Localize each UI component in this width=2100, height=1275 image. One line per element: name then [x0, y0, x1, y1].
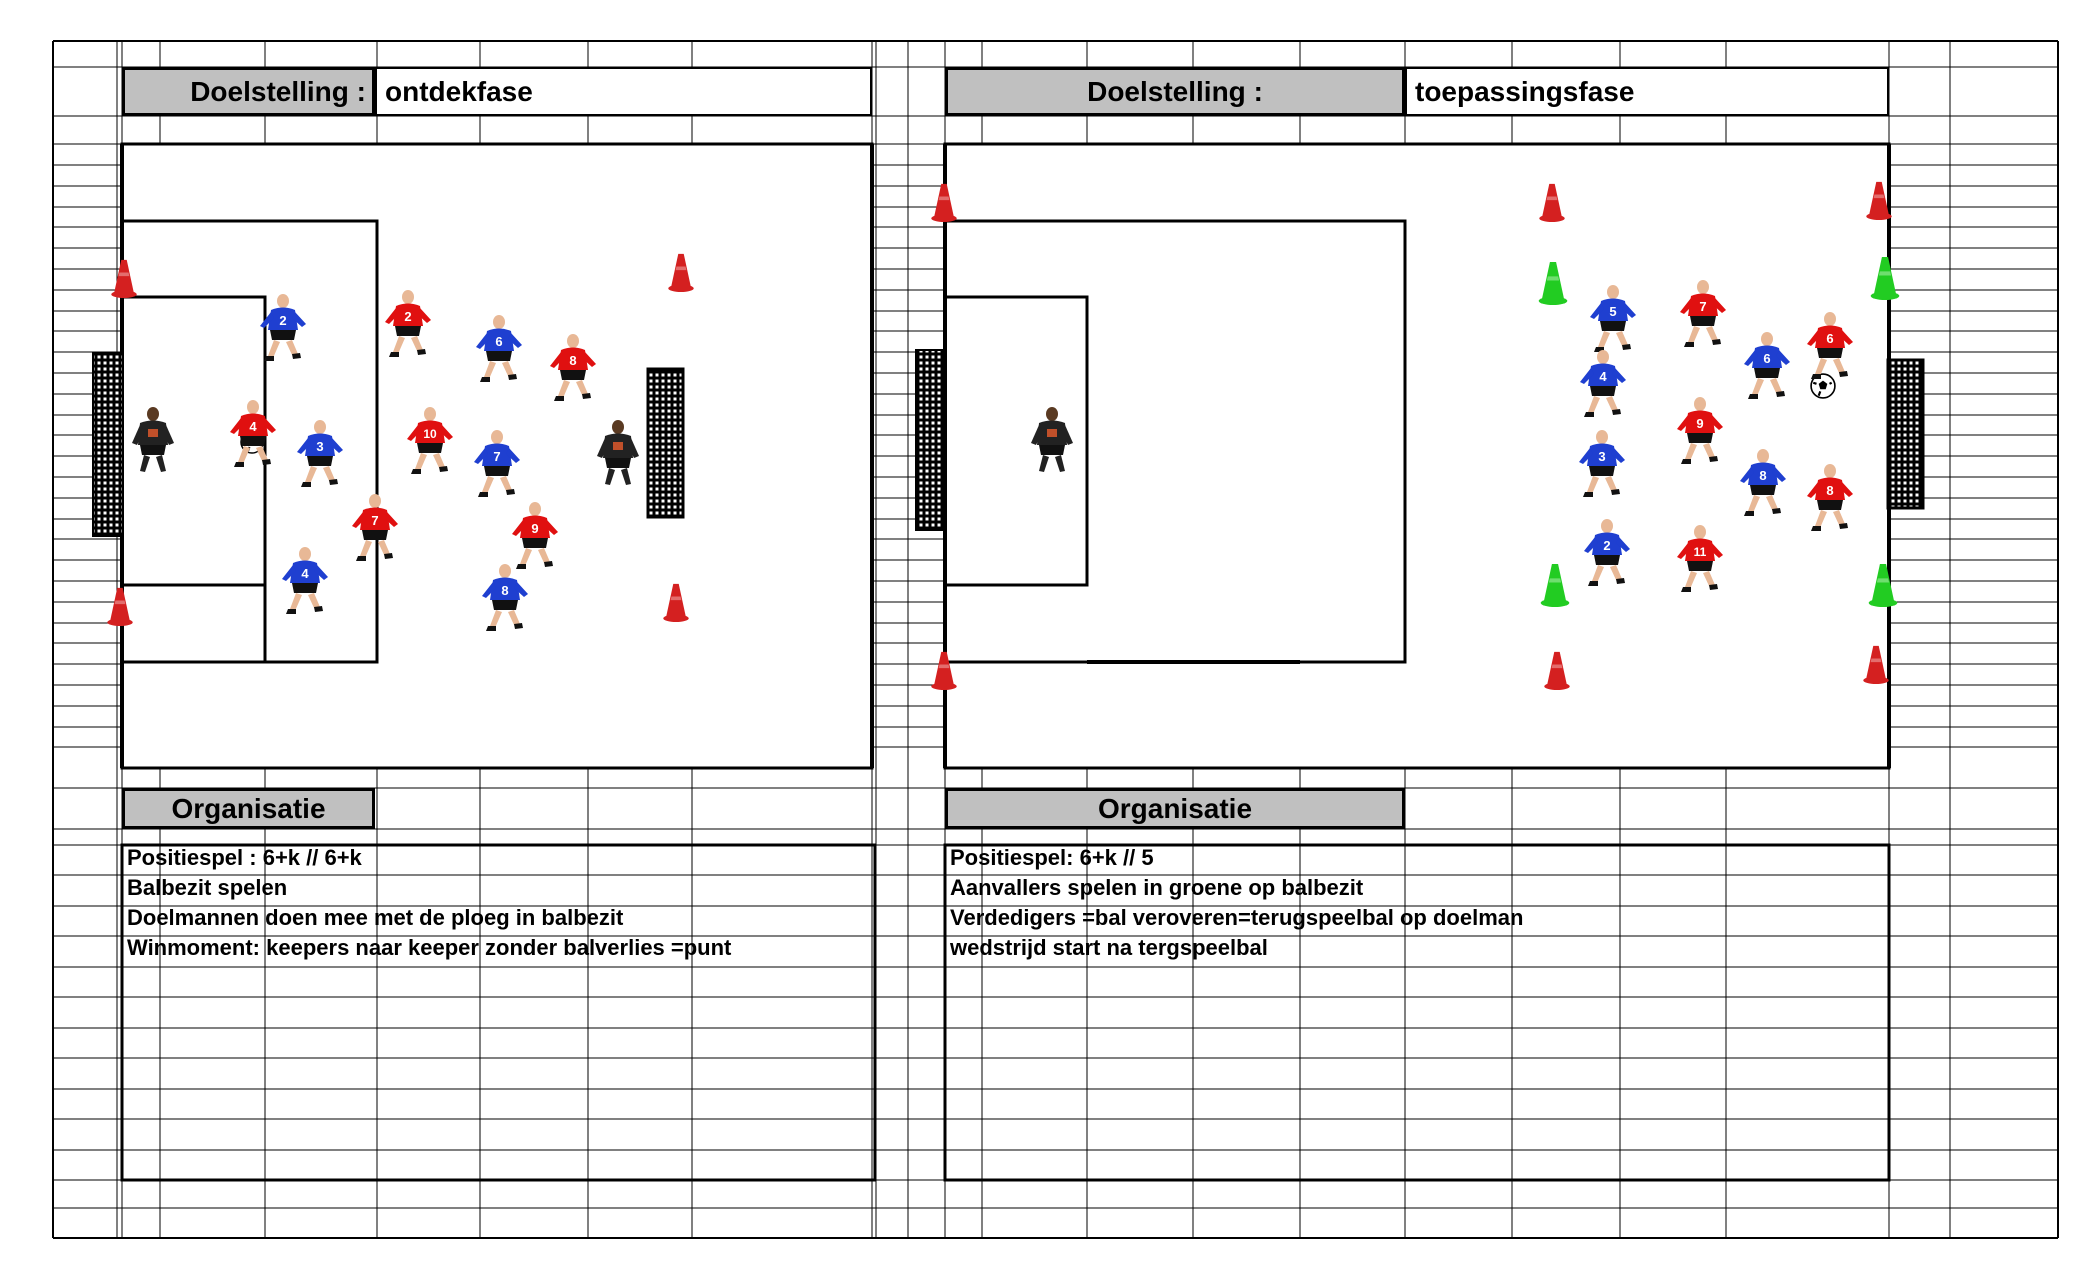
note-line: Positiespel: 6+k // 5: [950, 845, 1154, 870]
svg-text:10: 10: [423, 427, 437, 441]
red-player-icon: 10: [407, 407, 453, 474]
right-organisatie-label: Organisatie: [945, 788, 1405, 829]
red-player-icon: 4: [230, 400, 276, 467]
left-goal-right: [646, 367, 685, 519]
red-player-icon: 6: [1807, 312, 1853, 379]
blue-player-icon: 4: [282, 547, 328, 614]
blue-player-icon: 5: [1590, 285, 1636, 352]
blue-player-icon: 8: [482, 564, 528, 631]
svg-text:6: 6: [495, 334, 502, 349]
svg-text:11: 11: [1694, 545, 1707, 559]
note-line: Aanvallers spelen in groene op balbezit: [950, 875, 1364, 900]
svg-text:9: 9: [1696, 416, 1703, 431]
svg-text:9: 9: [531, 521, 538, 536]
left-organisatie-label: Organisatie: [122, 788, 375, 829]
left-organisatie-notes: Positiespel : 6+k // 6+k Balbezit spelen…: [127, 843, 731, 963]
svg-text:2: 2: [404, 309, 411, 324]
red-player-icon: 8: [550, 334, 596, 401]
red-player-icon: 11: [1677, 525, 1723, 592]
note-line: Doelmannen doen mee met de ploeg in balb…: [127, 905, 624, 930]
blue-player-icon: 3: [1579, 430, 1625, 497]
svg-text:4: 4: [301, 566, 309, 581]
svg-text:6: 6: [1826, 331, 1833, 346]
svg-text:4: 4: [249, 419, 257, 434]
svg-text:3: 3: [1598, 449, 1605, 464]
right-goal-left: [915, 349, 945, 531]
svg-text:8: 8: [569, 353, 576, 368]
right-doelstelling-value: toepassingsfase: [1405, 67, 1889, 116]
svg-text:8: 8: [501, 583, 508, 598]
note-line: wedstrijd start na tergspeelbal: [950, 935, 1268, 960]
left-doelstelling-label: Doelstelling :: [122, 67, 375, 116]
note-line: Balbezit spelen: [127, 875, 288, 900]
blue-player-icon: 3: [297, 420, 343, 487]
svg-text:3: 3: [316, 439, 323, 454]
note-line: Verdedigers =bal veroveren=terugspeelbal…: [950, 905, 1524, 930]
blue-player-icon: 4: [1580, 350, 1626, 417]
svg-text:8: 8: [1826, 483, 1833, 498]
left-goal-left: [92, 352, 124, 537]
red-player-icon: 9: [1677, 397, 1723, 464]
right-notes-box: [943, 843, 1891, 1182]
blue-player-icon: 2: [1584, 519, 1630, 586]
right-goal-right: [1886, 358, 1925, 510]
blue-player-icon: 8: [1740, 449, 1786, 516]
svg-text:7: 7: [371, 513, 378, 528]
blue-player-icon: 2: [260, 294, 306, 361]
svg-text:2: 2: [1603, 538, 1610, 553]
note-line: Positiespel : 6+k // 6+k: [127, 845, 362, 870]
red-player-icon: 7: [352, 494, 398, 561]
svg-text:7: 7: [493, 449, 500, 464]
blue-player-icon: 6: [476, 315, 522, 382]
left-doelstelling-value: ontdekfase: [375, 67, 872, 116]
svg-text:2: 2: [279, 313, 286, 328]
left-notes-box: [120, 843, 877, 1182]
svg-text:8: 8: [1759, 468, 1766, 483]
blue-player-icon: 6: [1744, 332, 1790, 399]
blue-player-icon: 7: [474, 430, 520, 497]
svg-text:5: 5: [1609, 304, 1616, 319]
note-line: Winmoment: keepers naar keeper zonder ba…: [127, 935, 732, 960]
right-doelstelling-label: Doelstelling :: [945, 67, 1405, 116]
red-player-icon: 9: [512, 502, 558, 569]
svg-text:4: 4: [1599, 369, 1607, 384]
svg-text:7: 7: [1699, 299, 1706, 314]
svg-text:6: 6: [1763, 351, 1770, 366]
red-player-icon: 8: [1807, 464, 1853, 531]
right-organisatie-notes: Positiespel: 6+k // 5 Aanvallers spelen …: [950, 843, 1523, 963]
right-field: [943, 142, 1891, 770]
red-player-icon: 7: [1680, 280, 1726, 347]
red-player-icon: 2: [385, 290, 431, 357]
